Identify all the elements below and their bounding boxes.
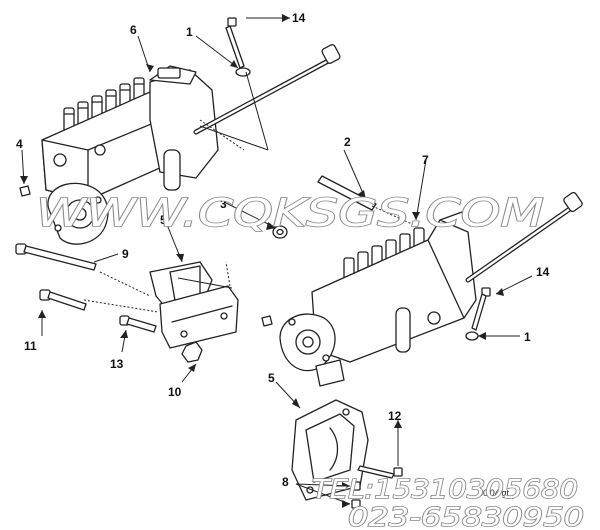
callout-6: 6 (130, 23, 137, 37)
bolt-11 (39, 289, 87, 311)
callout-5-upper: 5 (160, 213, 167, 227)
callout-4: 4 (16, 137, 23, 151)
nut-10 (181, 341, 203, 363)
callout-13: 13 (110, 357, 124, 371)
callout-14-upper: 14 (292, 11, 306, 25)
callout-12: 12 (388, 409, 402, 423)
leader-arrowheads (20, 14, 504, 508)
bolts-8 (351, 481, 361, 509)
oil-tube-lower (465, 191, 583, 283)
drawing-stamp: 30'04'gt (478, 488, 509, 498)
watermark-site: WWW.CQKSGS.COM (36, 191, 544, 235)
callout-5-lower: 5 (268, 371, 275, 385)
oil-tube-upper (193, 44, 341, 135)
bolt-12 (357, 465, 403, 479)
callout-8: 8 (282, 475, 289, 489)
injection-pump-lower (261, 211, 477, 387)
callout-3: 3 (220, 197, 227, 211)
callout-10: 10 (168, 385, 182, 399)
bolt-13 (119, 315, 157, 333)
injection-pump-upper (41, 65, 219, 245)
callout-1-lower: 1 (524, 330, 531, 344)
bracket-5-lower (291, 399, 369, 501)
bolt-9 (15, 243, 97, 271)
pin-2 (317, 175, 377, 211)
watermark-tel: TEL:15310305680 (312, 475, 578, 505)
watermark-phone: 023-65830950 (348, 503, 584, 530)
washer-3 (272, 225, 288, 239)
bracket-5-upper (149, 261, 239, 349)
bolt-14-lower (465, 287, 491, 341)
callout-9: 9 (122, 247, 129, 261)
callout-2: 2 (344, 135, 351, 149)
callout-7: 7 (422, 153, 429, 167)
screw-4 (19, 185, 31, 197)
callout-14-lower: 14 (536, 265, 550, 279)
bolt-14-upper (225, 17, 251, 77)
callout-1-upper: 1 (186, 25, 193, 39)
callout-11: 11 (24, 339, 37, 353)
